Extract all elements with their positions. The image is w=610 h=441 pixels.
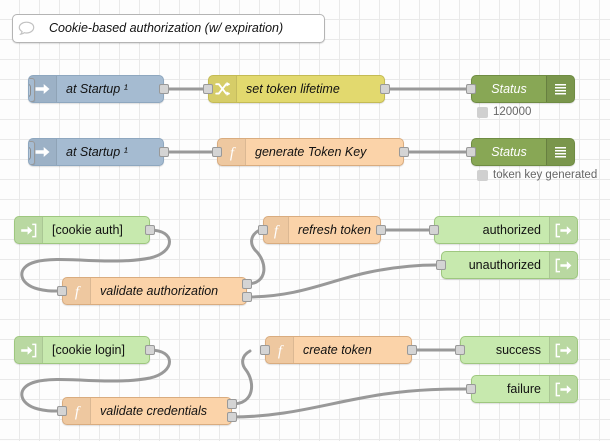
node-label: validate credentials <box>100 403 208 418</box>
wire-func4-linkout4 <box>230 387 468 419</box>
input-port[interactable] <box>212 147 222 157</box>
svg-text:f: f <box>74 284 80 300</box>
link-in-icon <box>15 337 43 363</box>
node-link-out-failure[interactable]: failure <box>471 375 578 403</box>
node-label: refresh token <box>298 222 371 237</box>
link-out-icon <box>549 337 577 363</box>
node-link-in-cookie-auth[interactable]: [cookie auth] <box>14 216 150 244</box>
node-link-out-authorized[interactable]: authorized <box>434 216 578 244</box>
input-port[interactable] <box>57 406 67 416</box>
node-function-generate-token-key[interactable]: f generate Token Key <box>217 138 404 166</box>
link-out-icon <box>549 376 577 402</box>
node-label: Status <box>491 144 527 159</box>
node-label: at Startup ¹ <box>66 81 128 96</box>
output-port[interactable] <box>376 225 386 235</box>
wire-func2-linkout2 <box>245 263 438 299</box>
output-port[interactable] <box>145 225 155 235</box>
node-label: generate Token Key <box>255 144 367 159</box>
output-port[interactable] <box>399 147 409 157</box>
input-port[interactable] <box>203 84 213 94</box>
svg-text:f: f <box>274 223 280 239</box>
node-inject-at-startup-1[interactable]: at Startup ¹ <box>28 75 164 103</box>
comment-text: Cookie-based authorization (w/ expiratio… <box>49 21 284 36</box>
node-function-validate-authorization[interactable]: f validate authorization <box>62 277 247 305</box>
node-function-validate-credentials[interactable]: f validate credentials <box>62 397 232 425</box>
inject-button-face <box>29 83 31 97</box>
svg-text:f: f <box>74 404 80 420</box>
node-debug-status-2[interactable]: Status <box>471 138 575 166</box>
node-label: [cookie auth] <box>52 222 123 237</box>
inject-button-face <box>29 146 31 160</box>
node-link-in-cookie-login[interactable]: [cookie login] <box>14 336 150 364</box>
shuffle-icon <box>209 76 237 102</box>
svg-text:f: f <box>277 343 283 359</box>
output-port-1[interactable] <box>242 279 252 289</box>
node-inject-at-startup-2[interactable]: at Startup ¹ <box>28 138 164 166</box>
status-text: 120000 <box>493 106 532 118</box>
output-port[interactable] <box>145 345 155 355</box>
node-debug-status-1[interactable]: Status <box>471 75 575 103</box>
input-port[interactable] <box>455 345 465 355</box>
wire-func4-func5 <box>230 349 254 406</box>
node-link-out-success[interactable]: success <box>460 336 578 364</box>
node-link-out-unauthorized[interactable]: unauthorized <box>441 251 578 279</box>
function-f-icon: f <box>63 278 91 304</box>
output-port-2[interactable] <box>242 292 252 302</box>
output-port[interactable] <box>159 147 169 157</box>
inject-trigger-button[interactable] <box>29 78 35 102</box>
input-port[interactable] <box>466 84 476 94</box>
node-function-refresh-token[interactable]: f refresh token <box>263 216 381 244</box>
node-label: unauthorized <box>468 257 541 272</box>
node-label: Status <box>491 81 527 96</box>
input-port[interactable] <box>260 345 270 355</box>
debug-status-2: token key generated <box>477 169 597 181</box>
input-port[interactable] <box>258 225 268 235</box>
input-port[interactable] <box>436 260 446 270</box>
input-port[interactable] <box>429 225 439 235</box>
inject-trigger-button[interactable] <box>29 141 35 165</box>
node-label: [cookie login] <box>52 342 125 357</box>
node-label: validate authorization <box>100 283 219 298</box>
node-label: at Startup ¹ <box>66 144 128 159</box>
status-indicator <box>477 106 488 118</box>
function-f-icon: f <box>218 139 246 165</box>
output-port[interactable] <box>407 345 417 355</box>
input-port[interactable] <box>466 147 476 157</box>
comment-node[interactable]: Cookie-based authorization (w/ expiratio… <box>12 14 325 43</box>
link-out-icon <box>549 217 577 243</box>
input-port[interactable] <box>466 384 476 394</box>
debug-lines-icon <box>546 139 574 165</box>
status-text: token key generated <box>493 169 598 181</box>
link-in-icon <box>15 217 43 243</box>
node-change-set-token-lifetime[interactable]: set token lifetime <box>208 75 385 103</box>
node-label: set token lifetime <box>246 81 340 96</box>
function-f-icon: f <box>63 398 91 424</box>
node-label: create token <box>303 342 372 357</box>
link-out-icon <box>549 252 577 278</box>
function-f-icon: f <box>266 337 294 363</box>
debug-lines-icon <box>546 76 574 102</box>
function-f-icon: f <box>264 217 290 243</box>
debug-status-1: 120000 <box>477 106 531 118</box>
output-port-1[interactable] <box>227 399 237 409</box>
node-label: failure <box>506 381 541 396</box>
output-port[interactable] <box>380 84 390 94</box>
output-port-2[interactable] <box>227 412 237 422</box>
comment-bubble-icon <box>13 15 40 42</box>
node-function-create-token[interactable]: f create token <box>265 336 412 364</box>
status-indicator <box>477 169 488 181</box>
svg-text:f: f <box>229 145 235 161</box>
output-port[interactable] <box>159 84 169 94</box>
node-label: authorized <box>482 222 541 237</box>
node-label: success <box>495 342 541 357</box>
input-port[interactable] <box>57 286 67 296</box>
wire-func2-func3 <box>245 229 266 286</box>
